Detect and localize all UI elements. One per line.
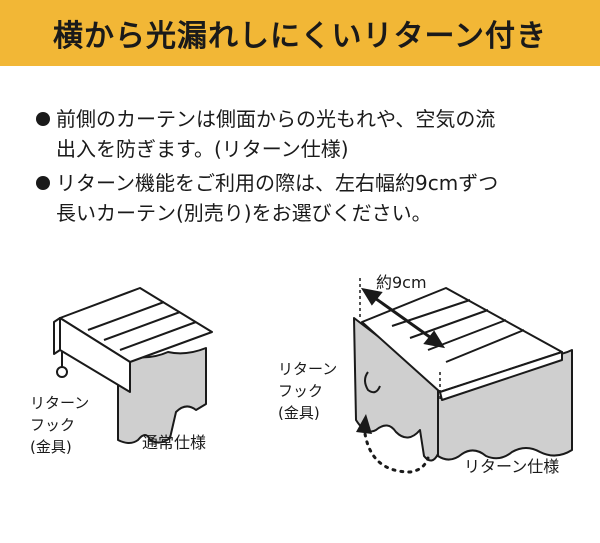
left-hook-label: リターン フック (金具) bbox=[30, 394, 90, 456]
bullet-list: 前側のカーテンは側面からの光もれや、空気の流 出入を防ぎます。(リターン仕様) … bbox=[36, 104, 586, 232]
return-rail-illustration bbox=[353, 287, 573, 462]
width-arrow bbox=[360, 287, 446, 349]
right-caption: リターン仕様 bbox=[464, 457, 560, 476]
bullet-dot-icon bbox=[36, 112, 50, 126]
normal-rail-illustration bbox=[53, 287, 213, 444]
left-hook-icon bbox=[56, 366, 68, 378]
bullet-text-2: リターン機能をご利用の際は、左右幅約9cmずつ 長いカーテン(別売り)をお選びく… bbox=[56, 171, 499, 225]
left-caption: 通常仕様 bbox=[142, 433, 207, 452]
return-motion-arrow bbox=[356, 414, 430, 474]
right-hook-label: リターン フック (金具) bbox=[278, 360, 338, 422]
right-rail-front bbox=[439, 351, 563, 401]
bullet-text-1: 前側のカーテンは側面からの光もれや、空気の流 出入を防ぎます。(リターン仕様) bbox=[56, 107, 496, 161]
header-title: 横から光漏れしにくいリターン付き bbox=[53, 19, 547, 54]
header-banner: 横から光漏れしにくいリターン付き bbox=[0, 0, 600, 66]
left-end-cap bbox=[53, 317, 61, 355]
bullet-item-2: リターン機能をご利用の際は、左右幅約9cmずつ 長いカーテン(別売り)をお選びく… bbox=[36, 168, 586, 228]
right-hook-icon bbox=[364, 371, 381, 394]
right-width-label: 約9cm bbox=[376, 273, 427, 292]
bullet-item-1: 前側のカーテンは側面からの光もれや、空気の流 出入を防ぎます。(リターン仕様) bbox=[36, 104, 586, 164]
bullet-dot-icon bbox=[36, 176, 50, 190]
